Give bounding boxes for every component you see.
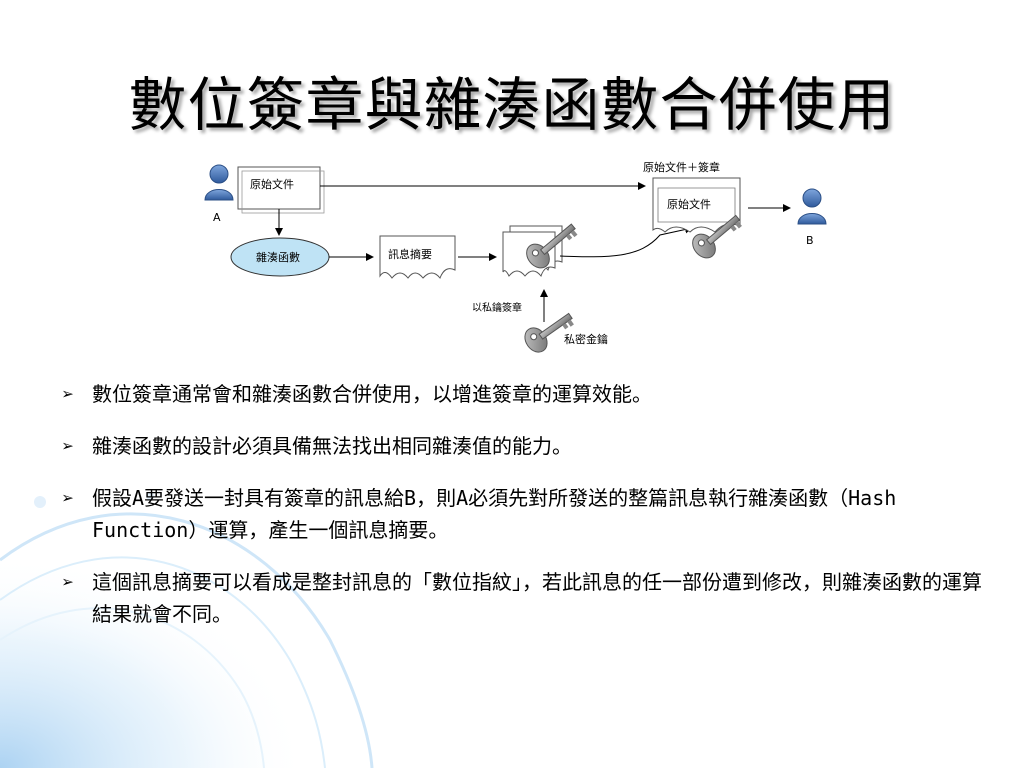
bullet-item: ➢ 數位簽章通常會和雜湊函數合併使用，以增進簽章的運算效能。 [62,378,982,410]
bullet-text: 假設A要發送一封具有簽章的訊息給B，則A必須先對所發送的整篇訊息執行雜湊函數（H… [92,486,897,542]
hash-function-label: 雜湊函數 [256,250,300,264]
bullet-text: 這個訊息摘要可以看成是整封訊息的「數位指紋」，若此訊息的任一部份遭到修改，則雜湊… [92,570,982,626]
message-digest-label: 訊息摘要 [388,247,432,261]
output-key-icon [692,214,742,259]
person-a-icon [204,164,234,201]
bullet-item: ➢ 雜湊函數的設計必須具備無法找出相同雜湊值的能力。 [62,430,982,462]
bullet-list: ➢ 數位簽章通常會和雜湊函數合併使用，以增進簽章的運算效能。 ➢ 雜湊函數的設計… [62,378,982,650]
person-b-label: B [806,234,814,247]
private-key-label: 私密金鑰 [564,332,608,346]
person-b-icon [797,188,827,225]
slide-title: 數位簽章與雜湊函數合併使用 [128,71,896,139]
signed-output-label: 原始文件＋簽章 [643,160,720,174]
sign-with-private-key-label: 以私鑰簽章 [472,301,522,314]
person-a-label: A [213,211,221,224]
signed-output-inner-label: 原始文件 [667,197,711,211]
private-key-icon [524,312,574,353]
signed-output-document [652,177,741,233]
bullet-arrow-icon: ➢ [62,382,75,406]
bullet-text: 數位簽章通常會和雜湊函數合併使用，以增進簽章的運算效能。 [92,382,652,406]
bullet-arrow-icon: ➢ [62,434,75,458]
bullet-item: ➢ 假設A要發送一封具有簽章的訊息給B，則A必須先對所發送的整篇訊息執行雜湊函數… [62,482,982,546]
bullet-arrow-icon: ➢ [62,486,75,510]
bullet-arrow-icon: ➢ [62,570,75,594]
bullet-text: 雜湊函數的設計必須具備無法找出相同雜湊值的能力。 [92,434,572,458]
original-document-label: 原始文件 [250,177,294,191]
signing-key-icon [526,223,578,269]
signature-flow-diagram: A 原始文件 雜湊函數 訊息摘要 以私鑰簽章 私 [204,160,827,353]
message-digest-shape [379,235,456,279]
bullet-item: ➢ 這個訊息摘要可以看成是整封訊息的「數位指紋」，若此訊息的任一部份遭到修改，則… [62,566,982,630]
